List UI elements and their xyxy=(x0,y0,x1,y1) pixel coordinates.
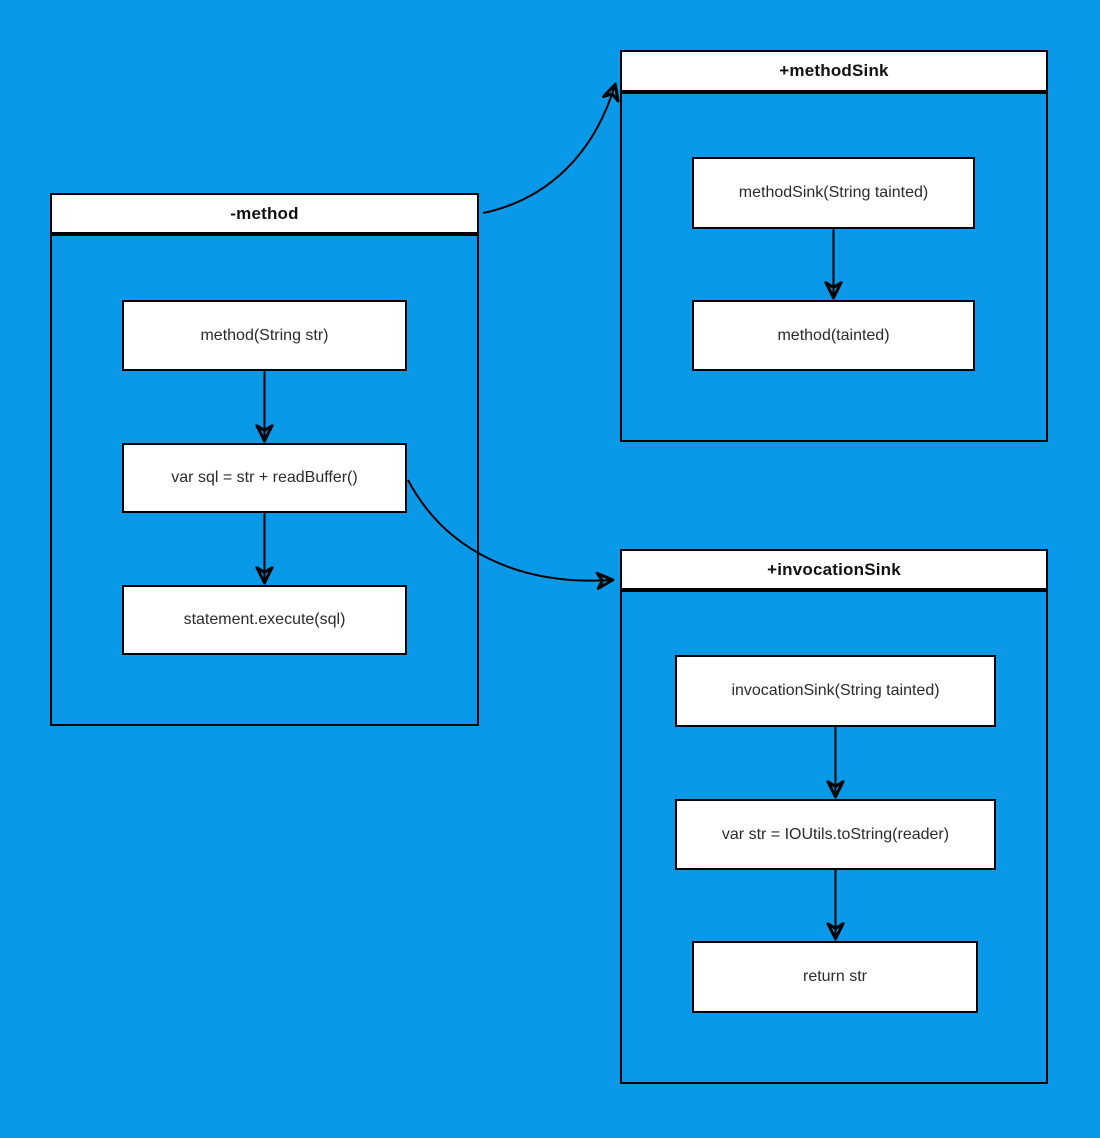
node-statement-execute: statement.execute(sql) xyxy=(122,585,407,655)
node-var-sql: var sql = str + readBuffer() xyxy=(122,443,407,513)
node-method-tainted: method(tainted) xyxy=(692,300,975,371)
group-invocationsink-title: +invocationSink xyxy=(620,549,1048,590)
group-methodsink-title-label: +methodSink xyxy=(779,61,889,80)
node-label: method(tainted) xyxy=(777,326,890,344)
group-invocationsink-title-label: +invocationSink xyxy=(767,559,901,579)
node-label: var str = IOUtils.toString(reader) xyxy=(721,825,950,843)
group-method-title: -method xyxy=(50,193,479,234)
node-var-str-ioutils: var str = IOUtils.toString(reader) xyxy=(675,799,996,870)
node-label: method(String str) xyxy=(200,326,329,344)
edge-method-to-methodsink-curve xyxy=(482,85,615,214)
node-label: var sql = str + readBuffer() xyxy=(171,469,358,486)
node-label: methodSink(String tainted) xyxy=(738,184,929,201)
node-return-str: return str xyxy=(692,941,978,1013)
node-methodsink-string-tainted: methodSink(String tainted) xyxy=(692,157,975,229)
group-invocationsink-body xyxy=(620,590,1048,1084)
node-label: return str xyxy=(802,968,867,985)
node-label: statement.execute(sql) xyxy=(183,611,346,628)
group-method-title-label: -method xyxy=(230,203,299,223)
node-method-string-str: method(String str) xyxy=(122,300,407,371)
node-label: invocationSink(String tainted) xyxy=(731,682,940,699)
group-methodsink-body xyxy=(620,92,1048,442)
group-methodsink-title: +methodSink xyxy=(620,50,1048,92)
node-invocationsink-string-tainted: invocationSink(String tainted) xyxy=(675,655,996,727)
